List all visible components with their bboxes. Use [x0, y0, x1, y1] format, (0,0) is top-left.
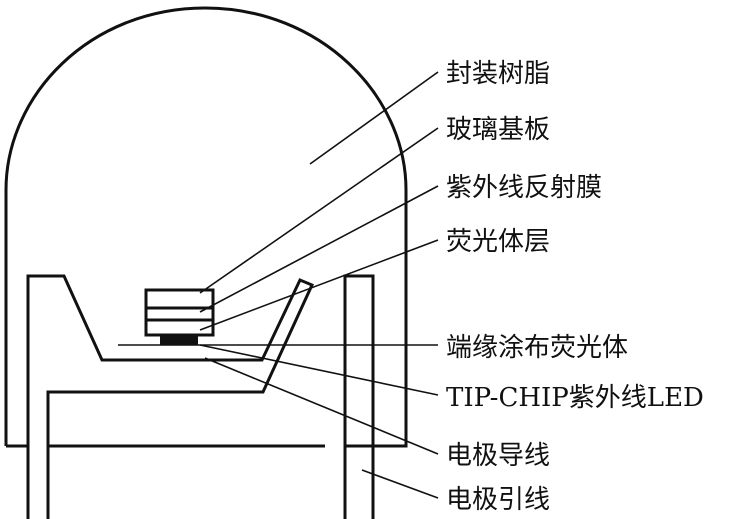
- leader-electrode-wire: [204, 357, 439, 455]
- leader-resin: [309, 71, 439, 165]
- leader-uv-film: [199, 185, 439, 313]
- leader-glass: [199, 127, 439, 294]
- right-electrode-lead: [343, 274, 375, 519]
- label-electrode-wire: 电极导线: [446, 441, 550, 471]
- leader-phosphor: [199, 239, 439, 331]
- label-edge-coated-phosphor: 端缘涂布荧光体: [446, 333, 628, 363]
- leader-uv-led: [199, 344, 439, 396]
- label-phosphor-layer: 荧光体层: [446, 227, 550, 257]
- label-electrode-lead: 电极引线: [446, 485, 550, 515]
- label-glass-substrate: 玻璃基板: [446, 115, 550, 145]
- label-encapsulation-resin: 封装树脂: [446, 59, 550, 89]
- label-tip-chip-uv-led: TIP-CHIP紫外线LED: [446, 383, 704, 413]
- phosphor-layer-block: [144, 318, 215, 337]
- uv-led-chip: [160, 335, 198, 345]
- left-electrode-cup: [26, 274, 315, 519]
- resin-dome-outline: [4, 6, 408, 448]
- glass-substrate-block: [144, 288, 215, 310]
- leader-electrode-lead: [361, 469, 439, 499]
- label-uv-reflective-film: 紫外线反射膜: [446, 173, 602, 203]
